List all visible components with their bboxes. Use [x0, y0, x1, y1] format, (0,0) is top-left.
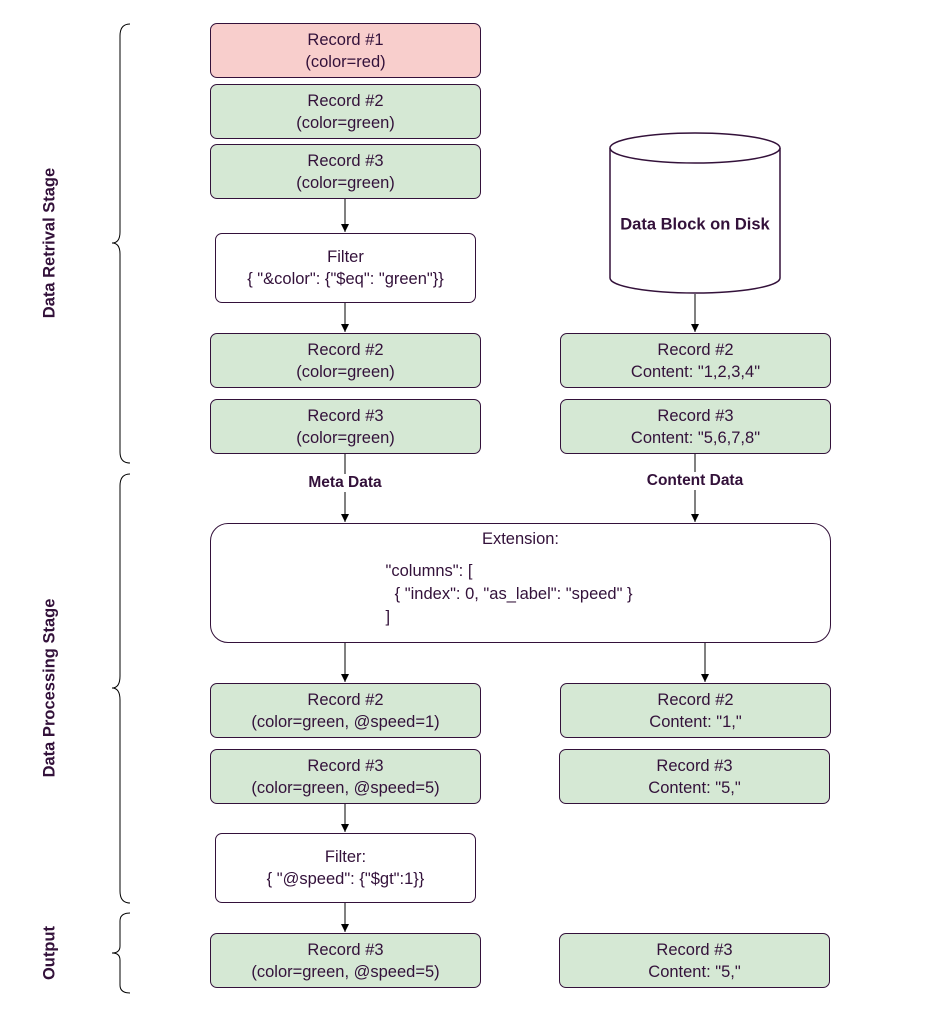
record-title: Record #2	[307, 340, 384, 359]
stage-label-output: Output	[40, 925, 59, 981]
record-detail: (color=green, @speed=5)	[251, 778, 440, 797]
record-title: Record #2	[307, 690, 384, 709]
record-content: Content: "5,"	[648, 778, 741, 797]
trimmed-content-record-3: Record #3 Content: "5,"	[559, 749, 830, 804]
filter-expression: { "&color": {"$eq": "green"}}	[247, 270, 444, 288]
record-content: Content: "1,"	[649, 712, 742, 731]
extension-title: Extension:	[481, 530, 560, 548]
record-title: Record #1	[307, 30, 384, 49]
trimmed-content-record-2: Record #2 Content: "1,"	[560, 683, 831, 738]
record-title: Record #3	[307, 151, 384, 170]
record-detail: (color=green)	[296, 428, 395, 447]
filter-expression: { "@speed": {"$gt":1}}	[266, 870, 425, 888]
extension-code-line: { "index": 0, "as_label": "speed" }	[385, 585, 633, 603]
record-2-green: Record #2 (color=green)	[210, 84, 481, 139]
brace-retrieval	[111, 23, 131, 464]
extension-code-line: "columns": [	[385, 562, 473, 580]
record-title: Record #3	[307, 940, 384, 959]
record-title: Record #2	[307, 91, 384, 110]
brace-processing	[111, 473, 131, 904]
filter-title: Filter:	[324, 848, 367, 866]
record-detail: (color=green)	[296, 113, 395, 132]
stage-label-retrieval: Data Retrival Stage	[40, 167, 59, 319]
extension-code: "columns": [ { "index": 0, "as_label": "…	[386, 560, 656, 629]
record-content: Content: "1,2,3,4"	[630, 362, 761, 381]
content-record-2: Record #2 Content: "1,2,3,4"	[560, 333, 831, 388]
brace-output	[111, 912, 131, 994]
record-detail: (color=green, @speed=1)	[251, 712, 440, 731]
filter-title: Filter	[327, 248, 364, 266]
record-content: Content: "5,"	[648, 962, 741, 981]
record-1-red: Record #1 (color=red)	[210, 23, 481, 78]
speed-record-3: Record #3 (color=green, @speed=5)	[210, 749, 481, 804]
disk-cylinder	[609, 132, 781, 294]
record-detail: (color=green)	[296, 362, 395, 381]
record-detail: (color=green, @speed=5)	[251, 962, 440, 981]
content-record-3: Record #3 Content: "5,6,7,8"	[560, 399, 831, 454]
record-detail: (color=green)	[296, 173, 395, 192]
speed-record-2: Record #2 (color=green, @speed=1)	[210, 683, 481, 738]
record-3-green: Record #3 (color=green)	[210, 144, 481, 199]
record-title: Record #2	[657, 690, 734, 709]
record-title: Record #3	[657, 406, 734, 425]
extension-box: Extension: "columns": [ { "index": 0, "a…	[210, 523, 831, 643]
disk-label: Data Block on Disk	[620, 215, 770, 234]
record-title: Record #3	[656, 940, 733, 959]
output-content-record-3: Record #3 Content: "5,"	[559, 933, 830, 988]
color-filter-box: Filter { "&color": {"$eq": "green"}}	[215, 233, 476, 303]
output-meta-record-3: Record #3 (color=green, @speed=5)	[210, 933, 481, 988]
filtered-record-2: Record #2 (color=green)	[210, 333, 481, 388]
record-title: Record #3	[307, 406, 384, 425]
record-detail: (color=red)	[305, 52, 386, 71]
record-content: Content: "5,6,7,8"	[630, 428, 761, 447]
extension-code-line: ]	[385, 608, 391, 626]
record-title: Record #3	[656, 756, 733, 775]
record-title: Record #2	[657, 340, 734, 359]
speed-filter-box: Filter: { "@speed": {"$gt":1}}	[215, 833, 476, 903]
record-title: Record #3	[307, 756, 384, 775]
filtered-record-3: Record #3 (color=green)	[210, 399, 481, 454]
stage-label-processing: Data Processing Stage	[40, 598, 59, 778]
content-data-label: Content Data	[644, 472, 746, 490]
meta-data-label: Meta Data	[306, 474, 384, 492]
